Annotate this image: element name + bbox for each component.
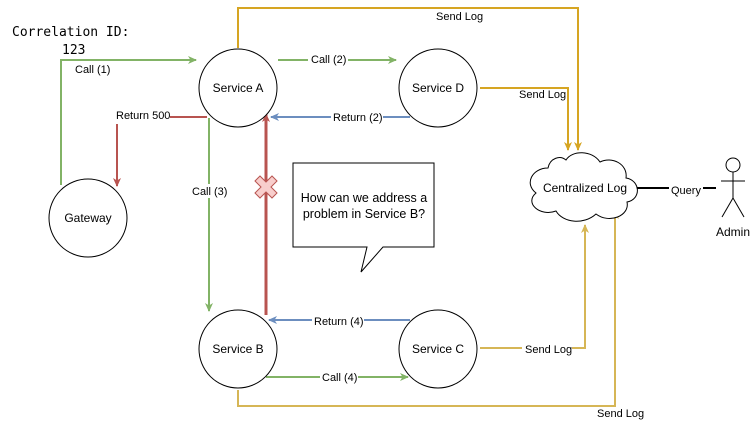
edge-label-query: Query xyxy=(671,185,701,197)
admin-label: Admin xyxy=(716,225,750,239)
edge-label-return-500: Return 500 xyxy=(116,110,170,122)
edge-label-bg-return-500 xyxy=(114,110,170,124)
service-c-node[interactable]: Service C xyxy=(398,309,478,389)
edge-label-bg-query xyxy=(669,182,703,196)
service-a-label: Service A xyxy=(213,81,264,95)
edge-label-send-log-c: Send Log xyxy=(525,344,572,356)
edge-label-return-2: Return (2) xyxy=(333,112,383,124)
centralized-log-node[interactable]: Centralized Log xyxy=(529,152,638,222)
edge-label-bg-call-2 xyxy=(308,52,348,66)
edge-label-bg-call-4 xyxy=(320,370,358,384)
edge-label-call-1: Call (1) xyxy=(75,64,110,76)
admin-actor[interactable]: Admin xyxy=(716,157,750,239)
edge-call-1 xyxy=(60,56,197,185)
correlation-id-label: Correlation ID: xyxy=(12,25,129,40)
cloud-icon xyxy=(529,152,638,222)
edge-label-return-4: Return (4) xyxy=(314,316,364,328)
edge-send-log-d xyxy=(480,87,572,151)
callout-line-1: How can we address a xyxy=(301,191,428,205)
person-icon xyxy=(721,157,745,218)
edge-send-log-c xyxy=(480,224,589,349)
edge-label-bg-return-2 xyxy=(331,110,383,124)
service-c-label: Service C xyxy=(412,342,464,356)
question-callout: How can we address a problem in Service … xyxy=(292,162,435,273)
edge-label-send-log-a: Send Log xyxy=(436,11,483,23)
edge-label-bg-call-3 xyxy=(191,184,229,198)
service-b-node[interactable]: Service B xyxy=(198,309,278,389)
service-d-node[interactable]: Service D xyxy=(398,48,478,128)
callout-line-2: problem in Service B? xyxy=(303,207,425,221)
edge-return-500 xyxy=(113,116,207,187)
edge-send-log-b xyxy=(237,210,619,407)
edge-label-call-2: Call (2) xyxy=(311,54,346,66)
correlation-id-value: 123 xyxy=(62,43,85,58)
x-mark-icon xyxy=(254,175,278,199)
edge-label-call-4: Call (4) xyxy=(322,372,357,384)
gateway-node[interactable]: Gateway xyxy=(48,178,128,258)
edge-label-bg-return-4 xyxy=(312,313,364,327)
edge-label-call-3: Call (3) xyxy=(192,186,227,198)
edge-label-send-log-d: Send Log xyxy=(519,89,566,101)
gateway-label: Gateway xyxy=(64,211,111,225)
service-d-label: Service D xyxy=(412,81,464,95)
edge-label-send-log-b: Send Log xyxy=(597,408,644,420)
edge-send-log-a xyxy=(237,7,582,151)
service-b-label: Service B xyxy=(212,342,263,356)
edge-label-bg-send-log-c xyxy=(522,341,572,355)
centralized-log-label: Centralized Log xyxy=(543,181,627,195)
service-a-node[interactable]: Service A xyxy=(198,48,278,128)
